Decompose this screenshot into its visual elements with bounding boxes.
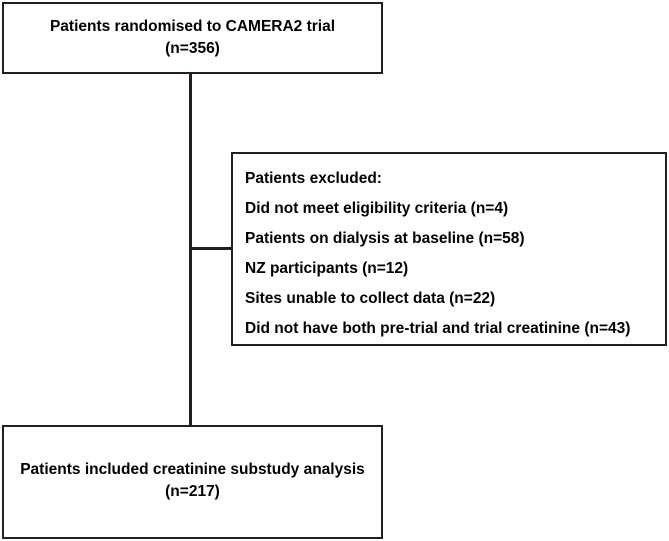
connector-vertical-trunk [189,73,192,427]
connector-horizontal-to-excluded [189,247,233,250]
randomised-count: (n=356) [165,40,220,57]
node-patients-excluded: Patients excluded: Did not meet eligibil… [231,152,667,346]
included-count: (n=217) [165,483,220,500]
randomised-line-1: Patients randomised to CAMERA2 trial [49,18,336,35]
excluded-reason-sites-no-data: Sites unable to collect data (n=22) [245,290,496,307]
included-line-1: Patients included creatinine substudy an… [20,461,365,478]
excluded-reason-eligibility: Did not meet eligibility criteria (n=4) [245,200,509,217]
excluded-heading: Patients excluded: [245,170,382,187]
excluded-reason-nz-participants: NZ participants (n=12) [245,260,409,277]
excluded-reason-missing-creatinine: Did not have both pre-trial and trial cr… [245,320,631,337]
node-patients-randomised: Patients randomised to CAMERA2 trial (n=… [2,2,383,74]
excluded-reason-dialysis: Patients on dialysis at baseline (n=58) [245,230,525,247]
node-patients-included: Patients included creatinine substudy an… [2,425,383,539]
